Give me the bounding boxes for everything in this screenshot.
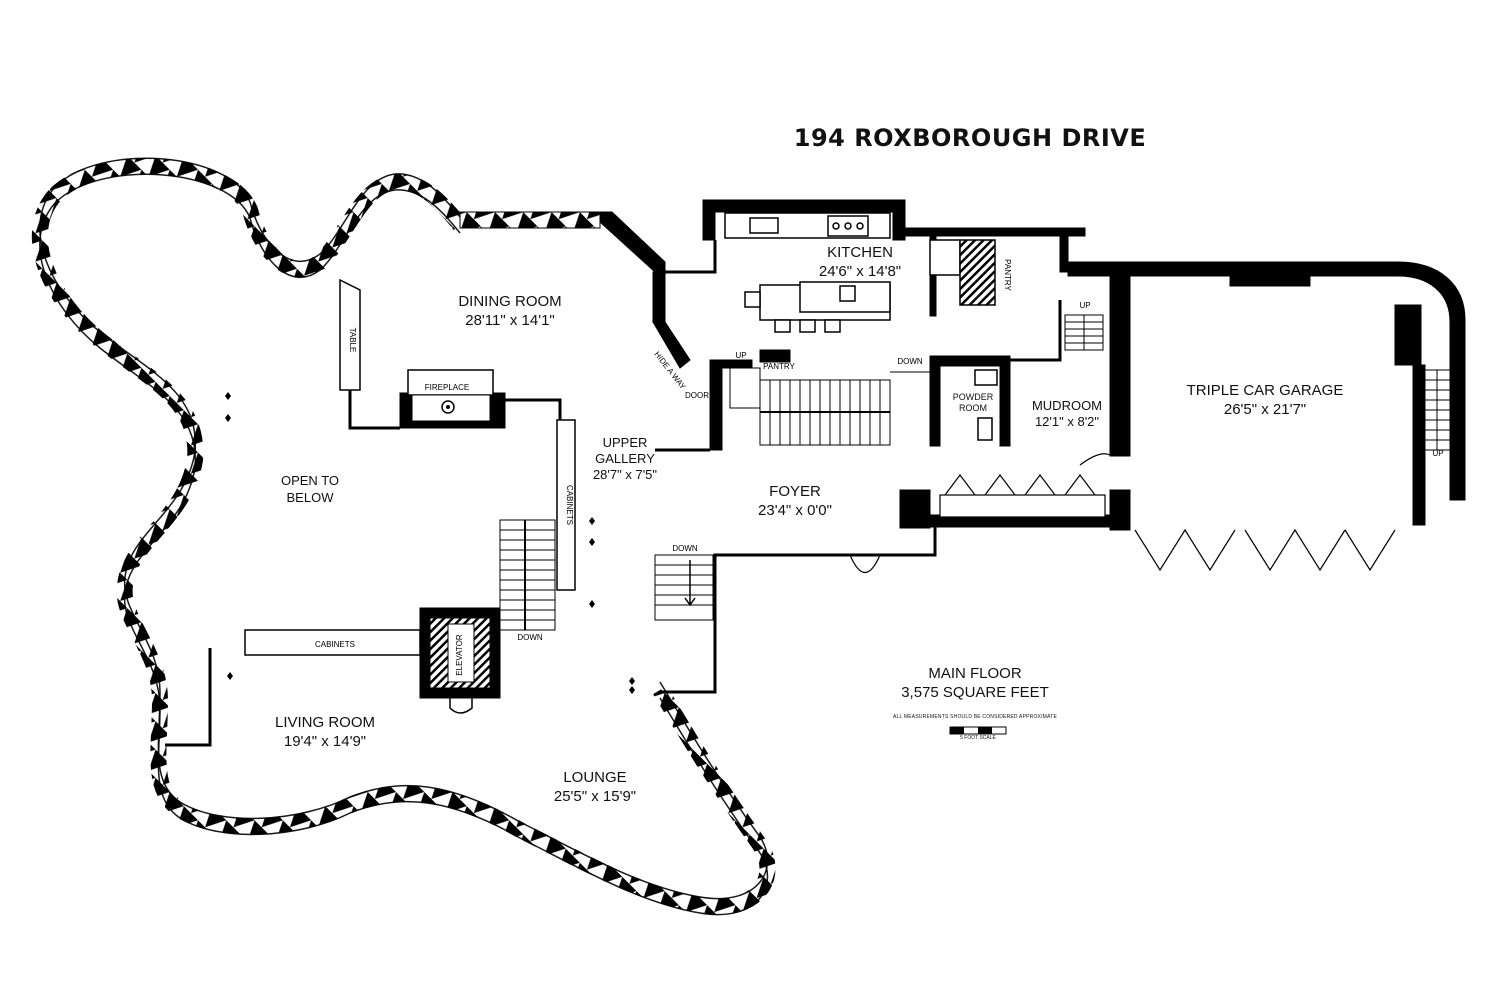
room-line: GALLERY (595, 451, 655, 466)
floor-area: 3,575 SQUARE FEET (901, 684, 1049, 701)
elevator-label: ELEVATOR (455, 634, 464, 676)
closet-doors (939, 474, 1106, 518)
room-dimensions: 28'7" x 7'5" (592, 467, 658, 482)
garage-doors (849, 453, 1396, 574)
room-name: LIVING ROOM (274, 714, 375, 731)
gallery-cabinets-label: CABINETS (565, 485, 574, 525)
ceiling-light-markers (225, 392, 635, 694)
room-lounge: LOUNGE 25'5" x 15'9" (525, 768, 665, 806)
room-line: ROOM (959, 403, 987, 413)
door-label: DOOR (685, 391, 709, 400)
room-name: FOYER (769, 483, 821, 500)
room-dimensions: 23'4" x 0'0" (758, 502, 832, 519)
pantry-kitchen-label: PANTRY (1003, 259, 1012, 291)
room-dimensions: 25'5" x 15'9" (553, 788, 637, 805)
floor-name: MAIN FLOOR (928, 665, 1022, 682)
garage-up-label: UP (1432, 449, 1443, 458)
pantry-small-label: PANTRY (763, 362, 795, 371)
room-name: TRIPLE CAR GARAGE (1186, 382, 1344, 399)
room-dining: DINING ROOM 28'11" x 14'1" (440, 292, 580, 330)
room-line: UPPER (602, 435, 648, 450)
living-cabinets-label: CABINETS (315, 640, 355, 649)
gallery-down-label: DOWN (517, 633, 543, 642)
property-title: 194 ROXBOROUGH DRIVE (793, 124, 1147, 152)
room-name: LOUNGE (563, 769, 627, 786)
room-powder: POWDER ROOM (945, 392, 1001, 414)
main-stair-up-label: UP (735, 351, 746, 360)
thin-walls (165, 240, 1062, 747)
room-name: KITCHEN (827, 244, 893, 261)
room-name: DINING ROOM (458, 293, 562, 310)
room-line: POWDER (952, 392, 994, 402)
room-dimensions: 26'5" x 21'7" (1223, 401, 1307, 418)
room-upper-gallery: UPPER GALLERY 28'7" x 7'5" (570, 435, 680, 483)
room-dimensions: 28'11" x 14'1" (465, 312, 555, 329)
room-dimensions: 19'4" x 14'9" (283, 733, 367, 750)
room-dimensions: 24'6" x 14'8" (818, 263, 902, 280)
main-stair (729, 367, 930, 446)
floor-summary: MAIN FLOOR 3,575 SQUARE FEET (880, 664, 1070, 702)
foyer-down-label: DOWN (672, 544, 698, 553)
room-living: LIVING ROOM 19'4" x 14'9" (255, 713, 395, 751)
room-dimensions: 12'1" x 8'2" (1034, 414, 1100, 429)
room-garage: TRIPLE CAR GARAGE 26'5" x 21'7" (1180, 381, 1350, 419)
room-name: MUDROOM (1031, 398, 1103, 413)
room-foyer: FOYER 23'4" x 0'0" (730, 482, 860, 520)
scale-label: 5 FOOT SCALE (960, 735, 996, 741)
mudroom-up-label: UP (1079, 301, 1090, 310)
room-kitchen: KITCHEN 24'6" x 14'8" (790, 243, 930, 281)
room-mudroom: MUDROOM 12'1" x 8'2" (1022, 398, 1112, 430)
main-stair-down-label: DOWN (897, 357, 923, 366)
fireplace-label: FIREPLACE (425, 383, 469, 392)
measurement-disclaimer: ALL MEASUREMENTS SHOULD BE CONSIDERED AP… (893, 714, 1057, 720)
room-line: OPEN TO (280, 473, 340, 488)
table-label: TABLE (348, 328, 357, 353)
room-open-to-below: OPEN TO BELOW (250, 472, 370, 506)
foyer-stair (654, 554, 714, 621)
room-line: BELOW (286, 490, 334, 505)
kitchen-fixtures (724, 212, 996, 333)
gallery-stair (499, 519, 556, 631)
scale-bar (949, 726, 1007, 735)
